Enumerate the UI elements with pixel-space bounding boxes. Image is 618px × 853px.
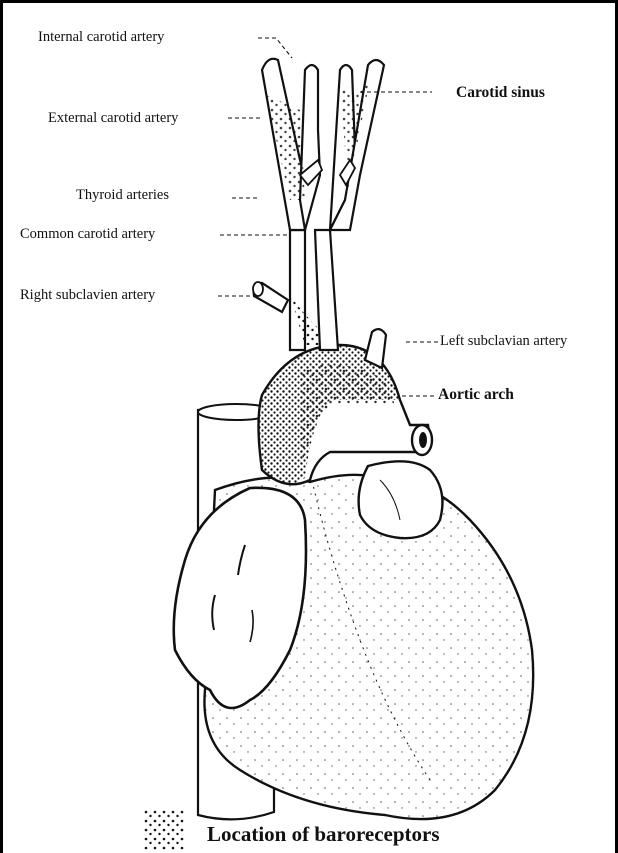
label-thyroid: Thyroid arteries xyxy=(76,188,169,203)
label-external-carotid: External carotid artery xyxy=(48,111,178,126)
label-aortic-arch: Aortic arch xyxy=(438,387,514,403)
stipple-dots-icon xyxy=(143,810,185,850)
label-common-carotid: Common carotid artery xyxy=(20,227,155,242)
label-right-subclavian: Right subclavien artery xyxy=(20,288,155,303)
label-left-subclavian: Left subclavian artery xyxy=(440,334,567,349)
label-carotid-sinus: Carotid sinus xyxy=(456,85,545,101)
right-carotid-bifurcation xyxy=(330,60,384,230)
legend-label: Location of baroreceptors xyxy=(207,824,440,845)
left-atrium xyxy=(359,461,443,538)
label-internal-carotid: Internal carotid artery xyxy=(38,30,164,45)
left-carotid-bifurcation xyxy=(262,59,320,230)
